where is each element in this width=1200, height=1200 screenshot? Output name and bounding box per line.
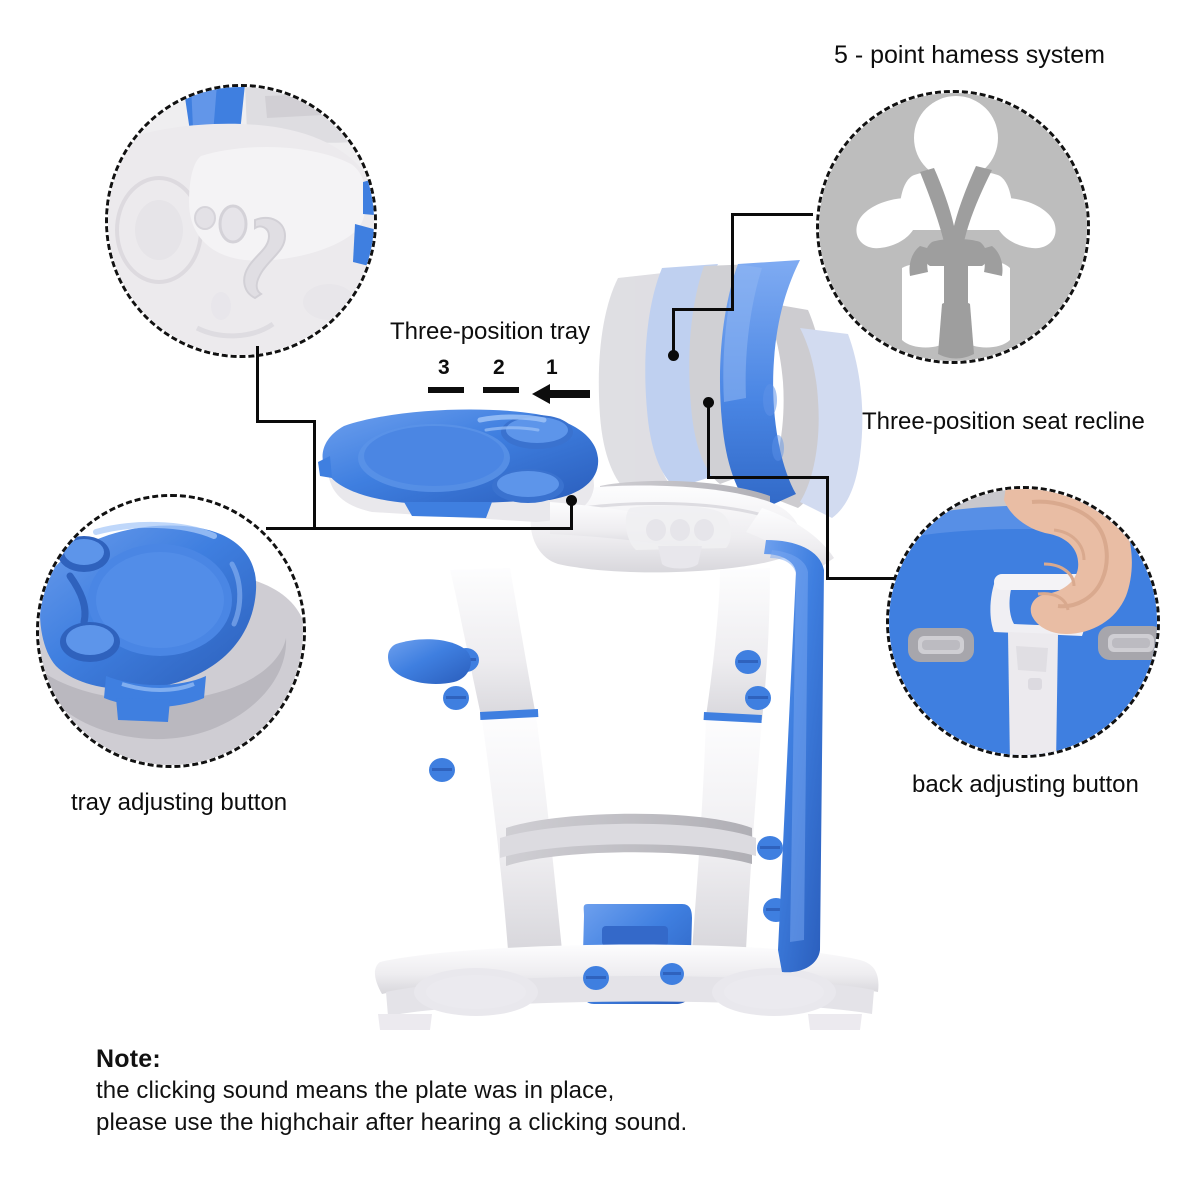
leader-tray-detail-v3	[570, 500, 573, 530]
leader-harness-h1	[731, 213, 813, 216]
note-block: Note: the clicking sound means the plate…	[96, 1044, 836, 1139]
note-title: Note:	[96, 1045, 161, 1073]
leader-recline-h1	[707, 476, 829, 479]
leader-tray-detail-v2	[313, 420, 316, 530]
harness-pictogram	[819, 93, 1087, 361]
tray-position-indicator: 3 2 1	[428, 356, 590, 404]
label-three-position-tray: Three-position tray	[390, 318, 591, 345]
callout-back-button-circle	[886, 486, 1160, 758]
leader-tray-detail-h1	[256, 420, 316, 423]
leader-recline-v2	[826, 476, 829, 580]
tray-detail-photo	[108, 87, 374, 355]
leader-harness-v2	[672, 308, 675, 356]
product-illustration	[318, 260, 879, 1030]
label-back-adjusting-button: back adjusting button	[912, 771, 1139, 798]
label-harness: 5 - point hamess system	[834, 41, 1105, 69]
hand-on-handle-photo	[889, 489, 1157, 755]
tray-position-2: 2	[493, 356, 505, 379]
note-line-1: the clicking sound means the plate was i…	[96, 1077, 615, 1105]
blue-tray-photo	[39, 497, 303, 765]
tray-position-3: 3	[438, 356, 450, 379]
tray-direction-arrow-icon	[532, 384, 590, 404]
callout-blue-tray-circle	[36, 494, 306, 768]
leader-harness-h2	[672, 308, 734, 311]
label-three-position-seat-recline: Three-position seat recline	[862, 408, 1145, 435]
leader-blue-tray-h1	[266, 527, 316, 530]
label-tray-adjusting-button: tray adjusting button	[71, 789, 288, 816]
leader-tray-detail-h2	[313, 527, 571, 530]
tray-position-dash-3	[428, 387, 464, 393]
leader-dot-harness	[668, 350, 679, 361]
tray-position-1: 1	[546, 356, 558, 379]
tray-position-dash-2	[483, 387, 519, 393]
leader-recline-v1	[707, 402, 710, 478]
leader-tray-detail-v1	[256, 346, 259, 422]
callout-harness-circle	[816, 90, 1090, 364]
callout-tray-detail-circle	[105, 84, 377, 358]
note-line-2: please use the highchair after hearing a…	[96, 1109, 688, 1137]
leader-harness-v1	[731, 213, 734, 310]
leader-recline-h2	[826, 577, 894, 580]
